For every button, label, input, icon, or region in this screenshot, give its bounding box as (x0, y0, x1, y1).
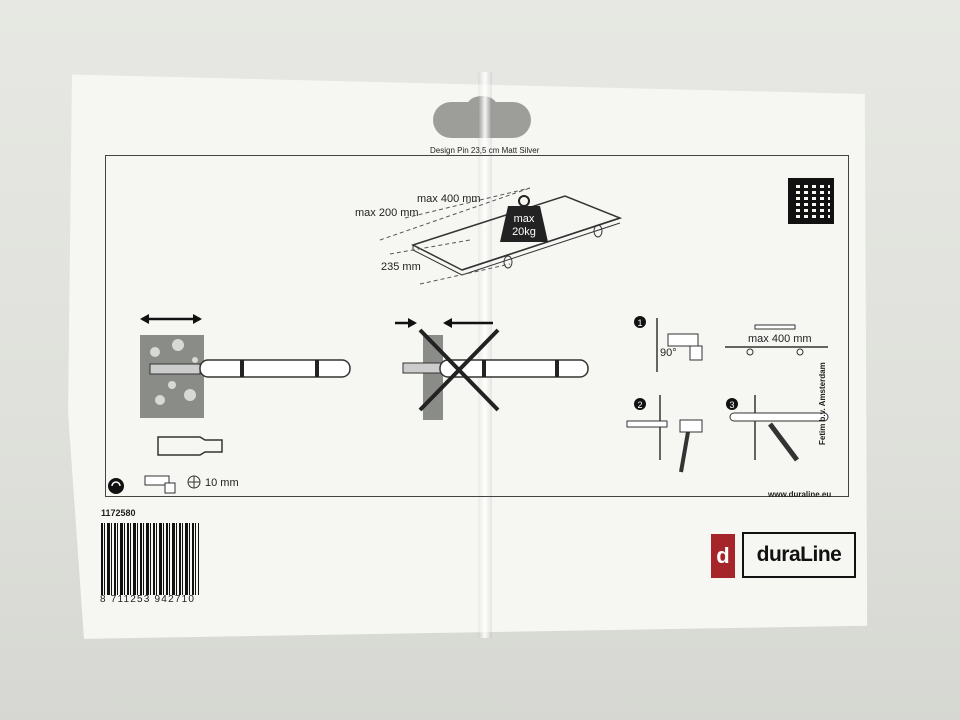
hammer-icon (679, 419, 703, 433)
svg-text:1: 1 (637, 318, 642, 328)
thin-wall-section (423, 335, 443, 420)
depth-label: max 400 mm (417, 193, 481, 205)
website-label: www.duraline.eu (768, 490, 832, 499)
weight-icon (500, 206, 548, 242)
drill-icon (667, 333, 699, 347)
plug-icon (157, 436, 223, 456)
barcode (101, 523, 199, 595)
wrench-icon (768, 422, 799, 462)
article-number: 1172580 (101, 508, 136, 518)
spacing-label: max 200 mm (355, 207, 419, 219)
weight-label-line1: max (514, 213, 535, 225)
recycle-icon (108, 478, 124, 494)
distributor-label: Fetim b.v. Amsterdam (818, 362, 827, 445)
instructions-frame (105, 155, 849, 497)
qr-code (788, 178, 834, 224)
length-label: 235 mm (381, 261, 421, 273)
step-3-badge (726, 398, 738, 410)
drill-angle-label: 90° (660, 347, 677, 359)
product-title: Design Pin 23,5 cm Matt Silver (430, 146, 540, 155)
brand-logo: duraLine (742, 532, 856, 578)
shelf-pin (593, 224, 603, 238)
barcode-number: 8 711253 942710 (100, 594, 196, 605)
support-spacing-label: max 400 mm (748, 333, 812, 345)
svg-text:2: 2 (637, 400, 642, 410)
wall-plug (149, 363, 201, 375)
svg-text:3: 3 (729, 400, 734, 410)
drill-size-label: 10 mm (205, 477, 239, 489)
brand-mark: d (711, 534, 735, 578)
drill-icon (144, 475, 170, 486)
wall-section (140, 335, 204, 418)
step-2-badge (634, 398, 646, 410)
weight-label-line2: 20kg (512, 226, 536, 238)
step-1-badge (634, 316, 646, 328)
design-pin (199, 359, 351, 378)
shelf-pin (503, 255, 513, 269)
